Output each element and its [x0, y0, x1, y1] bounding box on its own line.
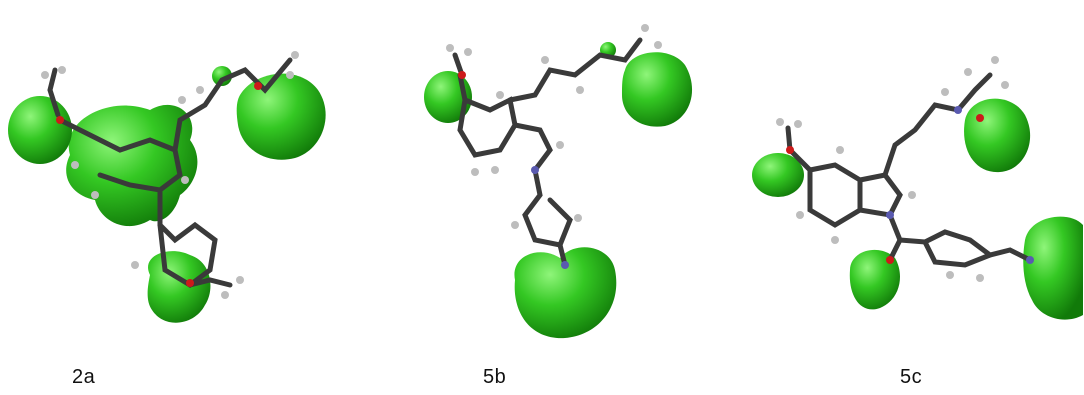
- orbital-lobe: [236, 73, 326, 160]
- nitrogen-atoms: [886, 106, 1034, 264]
- oxygen-atoms: [458, 71, 466, 79]
- oxygen-atoms: [786, 114, 984, 264]
- hydrogen-atoms: [446, 24, 662, 229]
- orbital-lobe: [212, 66, 232, 86]
- orbital-lobe: [849, 249, 900, 310]
- panel-label: 5c: [900, 366, 923, 388]
- panel-5b: 5b: [400, 0, 730, 395]
- panel-5c: 5c: [740, 0, 1084, 395]
- orbital-lobe: [66, 104, 198, 227]
- nitrogen-atoms: [531, 166, 569, 269]
- orbital-lobe: [752, 153, 804, 197]
- hydrogen-atoms: [41, 51, 299, 299]
- panel-2a: 2a: [0, 0, 360, 395]
- molecular-bonds: [452, 37, 643, 268]
- orbital-lobe: [1023, 216, 1083, 320]
- hydrogen-atoms: [776, 56, 1009, 282]
- molecule-2a-render: [8, 51, 326, 323]
- orbital-lobe: [964, 98, 1031, 173]
- orbital-lobe: [147, 251, 211, 323]
- orbital-lobe: [8, 96, 72, 164]
- panel-label: 5b: [483, 366, 507, 388]
- molecule-5b-render: [424, 24, 693, 339]
- molecule-5c-render: [752, 56, 1083, 320]
- oxygen-atoms: [56, 82, 262, 287]
- orbital-lobe: [622, 52, 693, 127]
- molecular-bonds: [47, 57, 293, 289]
- orbital-lobe: [514, 247, 617, 339]
- panel-label: 2a: [72, 366, 96, 388]
